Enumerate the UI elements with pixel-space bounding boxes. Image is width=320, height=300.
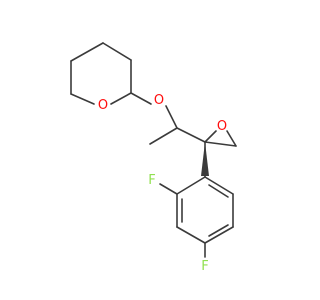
bond-c-f-ortho	[159, 183, 178, 195]
bond-ch-epoxide-c	[176, 127, 206, 143]
bond-thp-c4-o	[110, 92, 132, 105]
stereo-wedge-bond	[201, 142, 209, 176]
atom-labels: O O O F F	[98, 93, 227, 274]
bond-aryl-c4-c5	[204, 226, 234, 244]
atom-label-ring-oxygen: O	[98, 98, 108, 113]
atom-label-epoxide-oxygen: O	[217, 119, 227, 134]
bond-ch-methyl	[149, 127, 178, 145]
bond-epoxide-o-ch2	[226, 130, 237, 147]
bond-thp-c2-c3	[102, 42, 132, 61]
bond-aryl-double-3	[208, 184, 229, 198]
bond-aryl-c6-c1	[204, 176, 234, 195]
atom-label-fluorine-ortho: F	[148, 173, 155, 188]
diagram-background	[0, 0, 300, 300]
atom-label-ether-oxygen: O	[154, 93, 164, 108]
bond-aryl-double-2	[208, 224, 229, 237]
bond-ether-o-ch	[165, 105, 178, 129]
atom-label-fluorine-para: F	[201, 259, 208, 274]
bond-epoxide-c-o	[204, 130, 217, 143]
bond-c4-ether-o	[130, 92, 152, 105]
bond-aryl-c3-c4	[176, 226, 206, 244]
bond-epoxide-ch2-c	[204, 141, 237, 147]
bond-thp-c1-c2	[70, 42, 104, 62]
bond-aryl-c1-c2	[176, 176, 206, 195]
bond-thp-o-c6	[70, 93, 95, 105]
molecule-structure-diagram: O O O F F	[0, 0, 300, 300]
